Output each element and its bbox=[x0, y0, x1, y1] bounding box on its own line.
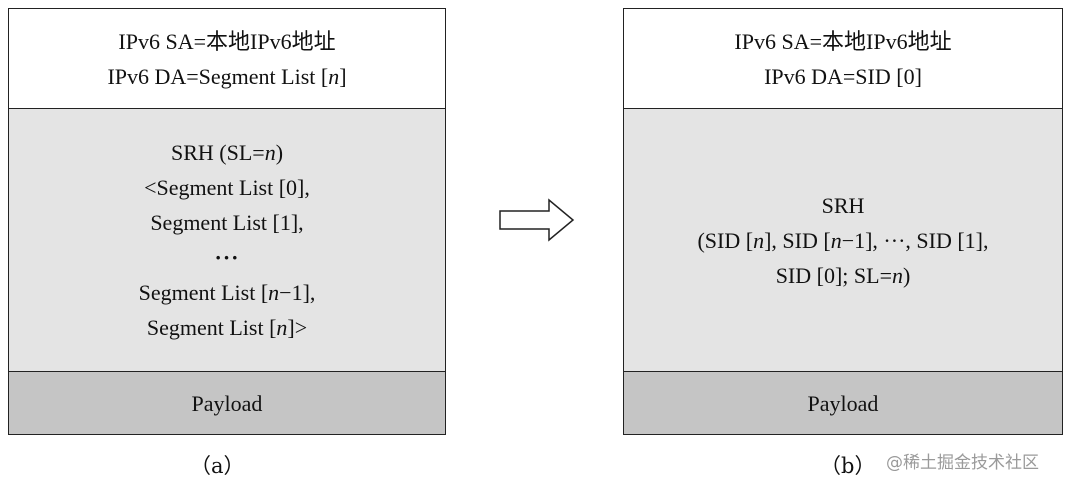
destination-address-b: IPv6 DA=SID [0] bbox=[764, 63, 922, 89]
srh-section-b: SRH (SID [n], SID [n−1], ···, SID [1], S… bbox=[624, 109, 1062, 372]
srh-title-b: SRH bbox=[821, 192, 865, 218]
payload-b: Payload bbox=[624, 372, 1062, 434]
source-address-a: IPv6 SA=本地IPv6地址 bbox=[118, 28, 336, 54]
source-address-b: IPv6 SA=本地IPv6地址 bbox=[734, 28, 952, 54]
srh-section-a: SRH (SL=n) <Segment List [0], Segment Li… bbox=[9, 109, 445, 372]
packet-before-panel: IPv6 SA=本地IPv6地址 IPv6 DA=Segment List [n… bbox=[8, 8, 446, 435]
caption-b: （b） bbox=[820, 454, 876, 478]
segment-list-1: Segment List [1], bbox=[150, 210, 304, 235]
payload-label-b: Payload bbox=[807, 390, 879, 416]
payload-label-a: Payload bbox=[191, 390, 263, 416]
segment-list-0: <Segment List [0], bbox=[144, 175, 310, 200]
sid-list-line-1: (SID [n], SID [n−1], ···, SID [1], bbox=[697, 227, 989, 253]
destination-address-a: IPv6 DA=Segment List [n] bbox=[107, 63, 347, 89]
sid-list-line-2: SID [0]; SL=n) bbox=[775, 262, 911, 288]
ellipsis: ··· bbox=[214, 245, 240, 270]
segment-list-n-minus-1: Segment List [n−1], bbox=[138, 280, 316, 305]
ipv6-header-b: IPv6 SA=本地IPv6地址 IPv6 DA=SID [0] bbox=[624, 9, 1062, 109]
srh-title-a: SRH (SL=n) bbox=[170, 140, 284, 165]
packet-after-panel: IPv6 SA=本地IPv6地址 IPv6 DA=SID [0] SRH (SI… bbox=[623, 8, 1063, 435]
watermark: @稀土掘金技术社区 bbox=[886, 453, 1039, 473]
ipv6-header-a: IPv6 SA=本地IPv6地址 IPv6 DA=Segment List [n… bbox=[9, 9, 445, 109]
caption-a: （a） bbox=[190, 454, 245, 478]
segment-list-n: Segment List [n]> bbox=[146, 315, 308, 340]
arrow-right-icon bbox=[499, 198, 575, 242]
payload-a: Payload bbox=[9, 372, 445, 434]
